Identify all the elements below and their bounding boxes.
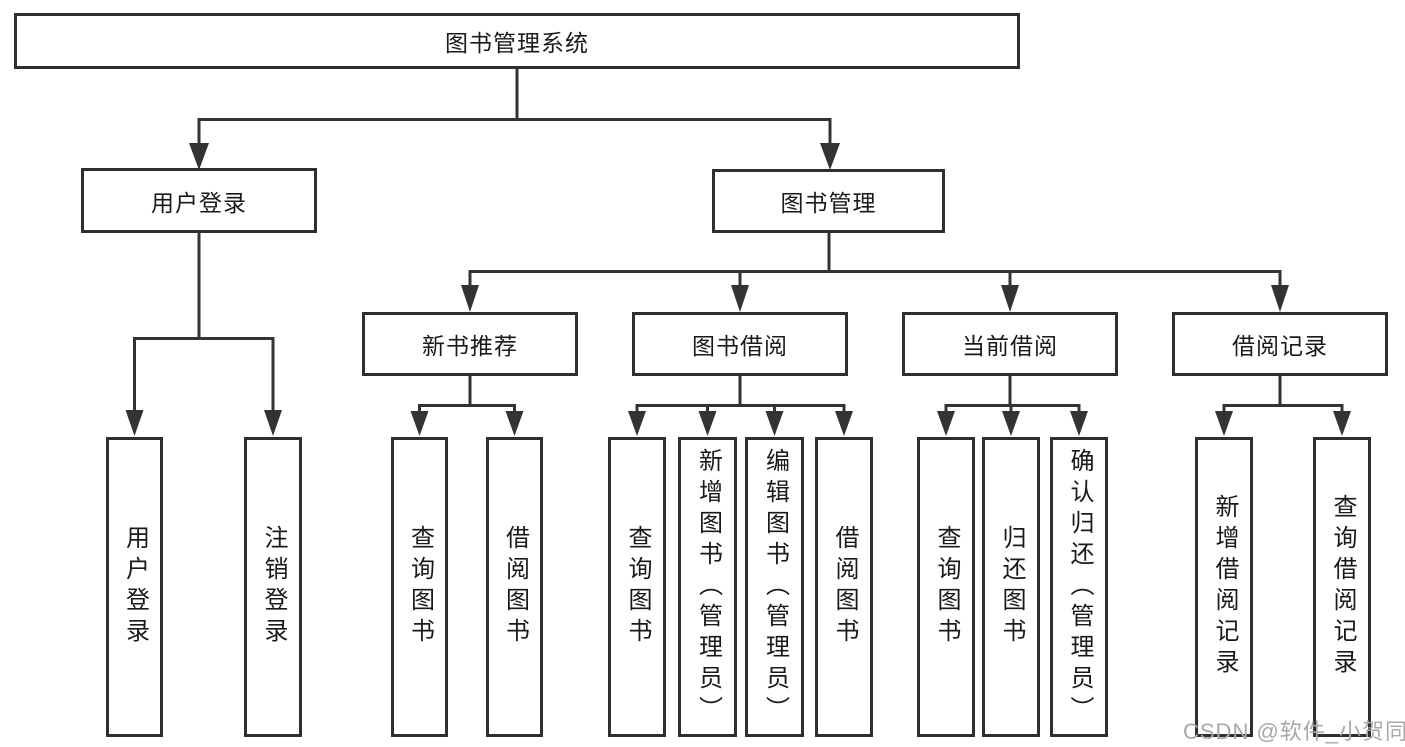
node-current-query-books: 查询图书 xyxy=(917,437,975,737)
node-logout-label: 注销登录 xyxy=(260,525,287,649)
node-borrowing-query-books: 查询图书 xyxy=(608,437,666,737)
node-return-books-label: 归还图书 xyxy=(998,525,1025,649)
node-user-login: 用户登录 xyxy=(81,168,317,233)
node-add-borrow-record: 新增借阅记录 xyxy=(1195,437,1253,737)
node-user-login-label: 用户登录 xyxy=(151,189,247,216)
node-book-borrowing: 图书借阅 xyxy=(632,312,848,376)
node-library-system-label: 图书管理系统 xyxy=(445,30,589,56)
node-recommend-query-books-label: 查询图书 xyxy=(406,525,434,649)
node-book-management: 图书管理 xyxy=(712,169,945,233)
node-edit-books-admin-label: 编辑图书（管理员） xyxy=(761,447,789,727)
node-confirm-return-admin: 确认归还（管理员） xyxy=(1050,437,1108,737)
node-current-borrowing: 当前借阅 xyxy=(902,312,1118,376)
node-borrowing-query-books-label: 查询图书 xyxy=(624,525,651,649)
node-current-query-books-label: 查询图书 xyxy=(933,525,960,649)
node-user-login-action: 用户登录 xyxy=(106,437,163,737)
node-edit-books-admin: 编辑图书（管理员） xyxy=(745,437,804,737)
node-book-borrowing-label: 图书借阅 xyxy=(692,333,788,359)
node-borrowing-borrow-books: 借阅图书 xyxy=(815,437,873,737)
node-logout: 注销登录 xyxy=(244,437,302,737)
node-query-borrow-record-label: 查询借阅记录 xyxy=(1329,494,1356,680)
node-new-book-recommendation: 新书推荐 xyxy=(362,312,578,376)
node-current-borrowing-label: 当前借阅 xyxy=(962,333,1058,359)
node-library-system: 图书管理系统 xyxy=(14,13,1020,69)
node-confirm-return-admin-label: 确认归还（管理员） xyxy=(1066,447,1093,727)
node-recommend-borrow-books-label: 借阅图书 xyxy=(501,525,529,649)
node-recommend-query-books: 查询图书 xyxy=(391,437,448,737)
node-add-books-admin: 新增图书（管理员） xyxy=(678,437,737,737)
node-recommend-borrow-books: 借阅图书 xyxy=(486,437,543,737)
node-add-borrow-record-label: 新增借阅记录 xyxy=(1211,494,1238,680)
node-borrowing-records-label: 借阅记录 xyxy=(1232,333,1328,359)
node-book-management-label: 图书管理 xyxy=(780,190,877,216)
node-query-borrow-record: 查询借阅记录 xyxy=(1313,437,1371,737)
node-borrowing-borrow-books-label: 借阅图书 xyxy=(831,525,858,649)
node-add-books-admin-label: 新增图书（管理员） xyxy=(694,447,722,727)
node-new-book-recommendation-label: 新书推荐 xyxy=(422,333,518,359)
node-borrowing-records: 借阅记录 xyxy=(1172,312,1388,376)
node-user-login-action-label: 用户登录 xyxy=(121,525,149,649)
watermark-text: CSDN @软件_小贺同学 xyxy=(1183,719,1405,744)
node-return-books: 归还图书 xyxy=(982,437,1040,737)
